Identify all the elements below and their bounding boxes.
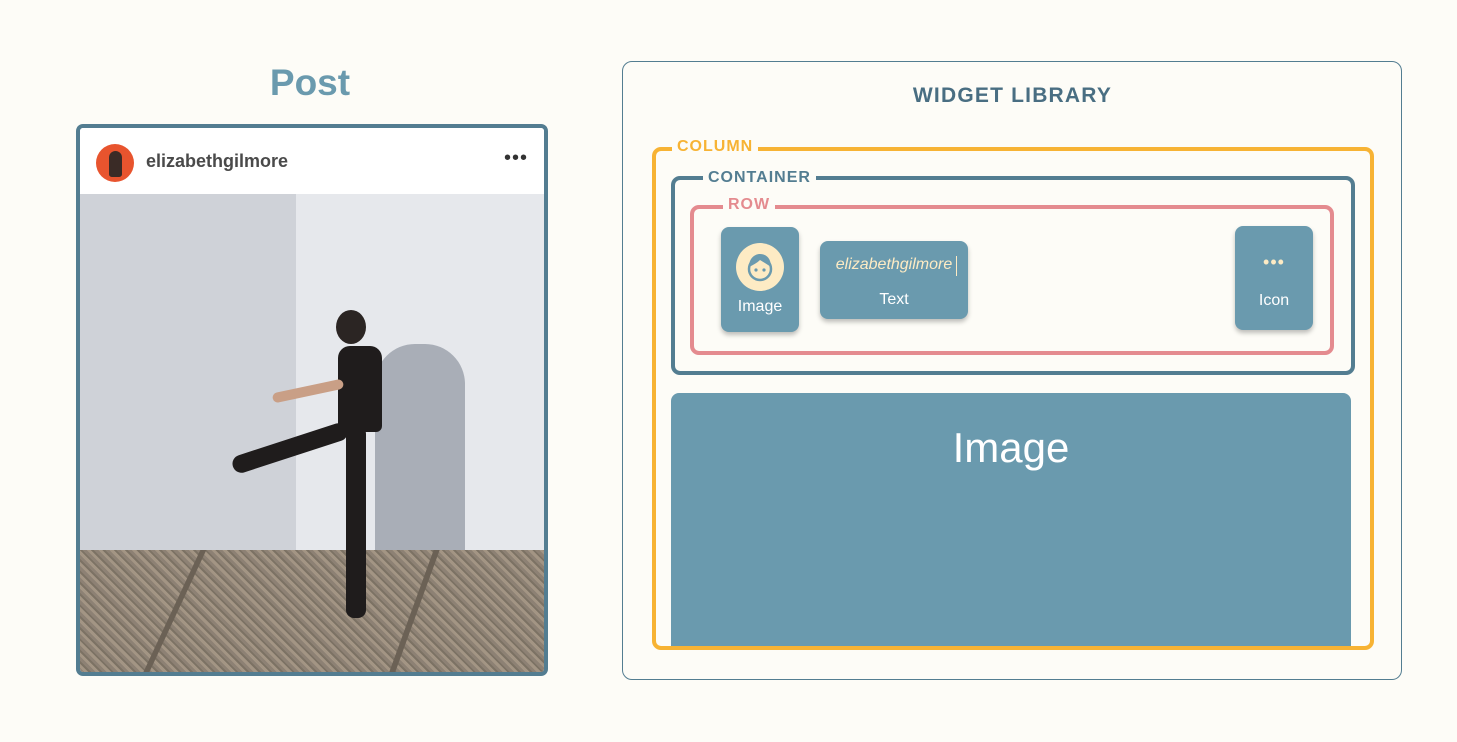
row-frame	[690, 205, 1334, 355]
post-username[interactable]: elizabethgilmore	[146, 151, 289, 171]
text-widget-label: Text	[879, 291, 909, 308]
text-widget[interactable]	[820, 241, 968, 319]
gravel-ground	[80, 550, 544, 672]
image-widget-large[interactable]	[671, 393, 1351, 646]
post-title: Post	[269, 62, 351, 103]
image-widget-label: Image	[737, 298, 783, 315]
avatar-figure	[109, 151, 122, 177]
row-label: ROW	[723, 196, 776, 214]
post-header: elizabethgilmore •••	[80, 128, 544, 194]
container-frame	[671, 176, 1355, 375]
widget-library-title: WIDGET LIBRARY	[912, 84, 1113, 107]
person-leg	[346, 426, 366, 618]
person-head	[336, 310, 366, 344]
more-horizontal-icon[interactable]: •••	[504, 147, 529, 169]
post-card: elizabethgilmore ••• 2 1	[76, 124, 548, 676]
avatar[interactable]	[96, 144, 134, 182]
column-label: COLUMN	[672, 138, 759, 156]
person-torso	[338, 346, 382, 432]
face-icon	[736, 243, 784, 291]
container-label: CONTAINER	[703, 169, 816, 187]
more-horizontal-icon: •••	[1263, 252, 1285, 272]
wall-shade	[80, 194, 296, 550]
icon-widget-label: Icon	[1258, 292, 1290, 309]
text-widget-value: elizabethgilmore	[835, 256, 953, 273]
column-frame	[652, 147, 1374, 650]
icon-widget[interactable]	[1235, 226, 1313, 330]
image-widget-large-label: Image	[952, 424, 1070, 471]
post-photo: 2 1	[80, 194, 544, 672]
text-caret	[956, 256, 957, 276]
person-shadow	[375, 344, 465, 574]
